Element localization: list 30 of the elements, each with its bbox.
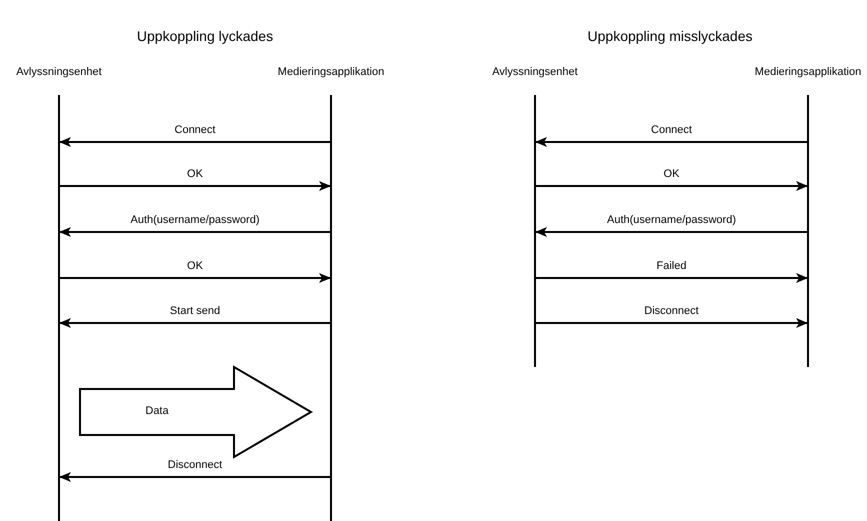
edge-label: Auth(username/password) [130,214,260,226]
message-arrow [59,273,331,283]
message-arrow [535,227,808,237]
edge-label: Disconnect [644,305,699,317]
message-arrow [535,273,808,283]
edge-label: OK [664,168,680,180]
message-arrow [59,318,331,328]
message-arrow [535,137,808,147]
edge-label: Auth(username/password) [607,214,736,226]
lifeline-label: Medieringsapplikation [278,66,384,78]
message-arrow [535,318,808,328]
message-arrow [535,181,808,191]
lifeline-label: Medieringsapplikation [754,66,862,78]
edge-label: Disconnect [168,459,222,471]
panel-title: Uppkoppling lyckades [136,28,274,44]
lifeline-label: Avlyssningsenhet [492,66,578,78]
message-arrow [59,181,331,191]
edge-label: OK [187,168,203,180]
edge-label: Data [145,405,169,417]
panel-title: Uppkoppling misslyckades [588,28,752,44]
message-arrow [59,227,331,237]
edge-label: Start send [170,305,220,317]
block-arrow [79,365,313,459]
edge-label: Connect [174,124,216,136]
edge-label: Failed [656,260,686,272]
message-arrow [59,472,331,482]
lifeline-label: Avlyssningsenhet [16,66,102,78]
edge-label: Connect [651,124,692,136]
edge-label: OK [187,260,203,272]
message-arrow [59,137,331,147]
